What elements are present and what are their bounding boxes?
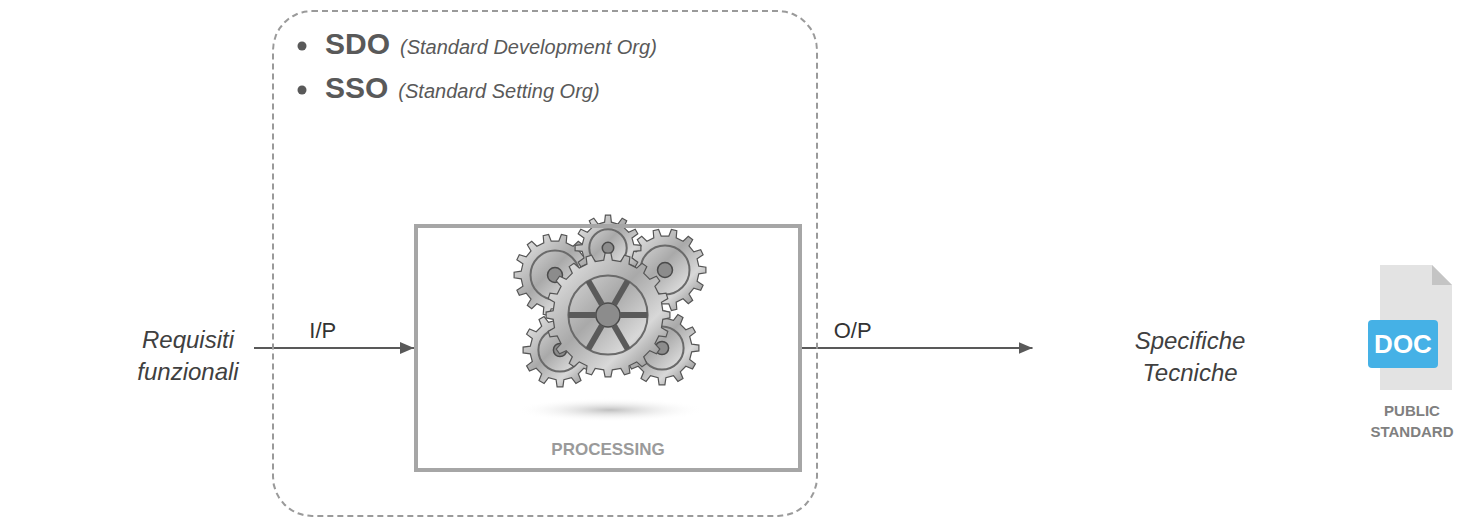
document-caption: PUBLIC STANDARD xyxy=(1366,400,1458,442)
gear-spoke xyxy=(568,312,596,318)
gear-spoke xyxy=(614,281,628,305)
document-fold xyxy=(1432,265,1452,285)
gears-illustration xyxy=(514,215,706,387)
gear-spoke xyxy=(588,281,602,305)
process-label: PROCESSING xyxy=(418,440,798,460)
bullet xyxy=(298,86,307,95)
edge-label: O/P xyxy=(834,318,872,344)
bullet xyxy=(298,42,307,51)
gear-hub xyxy=(596,303,620,327)
gear-spoke xyxy=(588,325,602,349)
gear xyxy=(546,253,670,377)
document-icon xyxy=(1368,265,1452,390)
gear-shadow xyxy=(515,398,705,422)
organization-group: PROCESSINGSDO(Standard Development Org)S… xyxy=(272,10,818,517)
gear-hub xyxy=(658,263,673,278)
io-label: Requisiti funzionali xyxy=(128,324,248,388)
output-text: Specifiche Tecniche xyxy=(1033,321,1259,393)
gear-rim xyxy=(568,275,647,354)
document-type: DOC xyxy=(1368,320,1438,368)
org-acronym: SSO xyxy=(325,70,388,106)
org-name: (Standard Development Org) xyxy=(400,29,657,65)
bullet-row: SDO (Standard Development Org) xyxy=(325,26,657,65)
document-node: DOC PUBLIC STANDARD xyxy=(1366,262,1458,442)
document-badge xyxy=(1368,320,1438,368)
bullet-row: SSO (Standard Setting Org) xyxy=(325,70,600,109)
org-acronym: SDO xyxy=(325,26,390,62)
io-label: Specifiche Tecniche xyxy=(1128,325,1253,389)
input-text: Requisiti funzionali xyxy=(122,320,254,392)
edge-label: I/P xyxy=(309,318,336,344)
org-name: (Standard Setting Org) xyxy=(398,73,599,109)
process-box: PROCESSING xyxy=(414,224,802,472)
gear-spoke xyxy=(614,325,628,349)
gear-spoke xyxy=(620,312,648,318)
flow-arrow xyxy=(802,347,1033,349)
flow-arrow xyxy=(254,347,414,349)
gear-hub xyxy=(602,242,613,253)
